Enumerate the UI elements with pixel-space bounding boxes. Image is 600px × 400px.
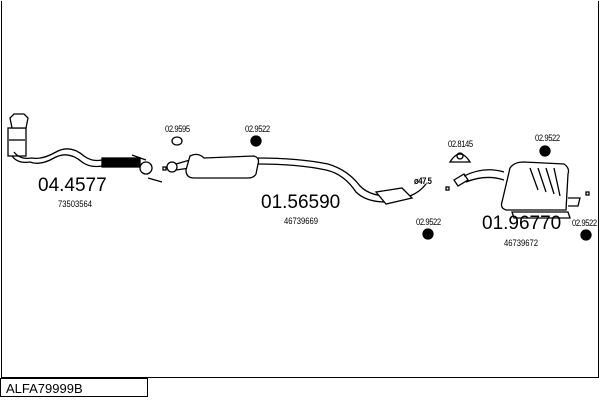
oem-number: 73503564 — [58, 199, 93, 209]
rear-silencer-drawing — [453, 161, 581, 219]
oem-number: 46739669 — [284, 216, 319, 226]
part-number[interactable]: 01.56590 — [261, 192, 341, 213]
oem-number: 46739672 — [504, 238, 539, 248]
accessory-number[interactable]: 02.9522 — [245, 124, 270, 134]
diagram-frame — [1, 1, 599, 378]
reference-code-box: ALFA79999B — [0, 378, 148, 397]
accessory-number[interactable]: 02.9522 — [535, 133, 560, 143]
accessory-number[interactable]: 02.9595 — [165, 124, 190, 134]
catalytic-converter-drawing — [7, 113, 163, 183]
middle-silencer-drawing — [166, 153, 427, 205]
accessory-number[interactable]: 02.8145 — [448, 139, 473, 149]
accessory-number[interactable]: 02.9522 — [416, 217, 441, 227]
accessory-number[interactable]: 02.9522 — [572, 218, 597, 228]
part-number[interactable]: 04.4577 — [38, 175, 107, 196]
pipe-diameter-label: ø47.5 — [414, 176, 432, 186]
part-number[interactable]: 01.96770 — [482, 213, 562, 234]
